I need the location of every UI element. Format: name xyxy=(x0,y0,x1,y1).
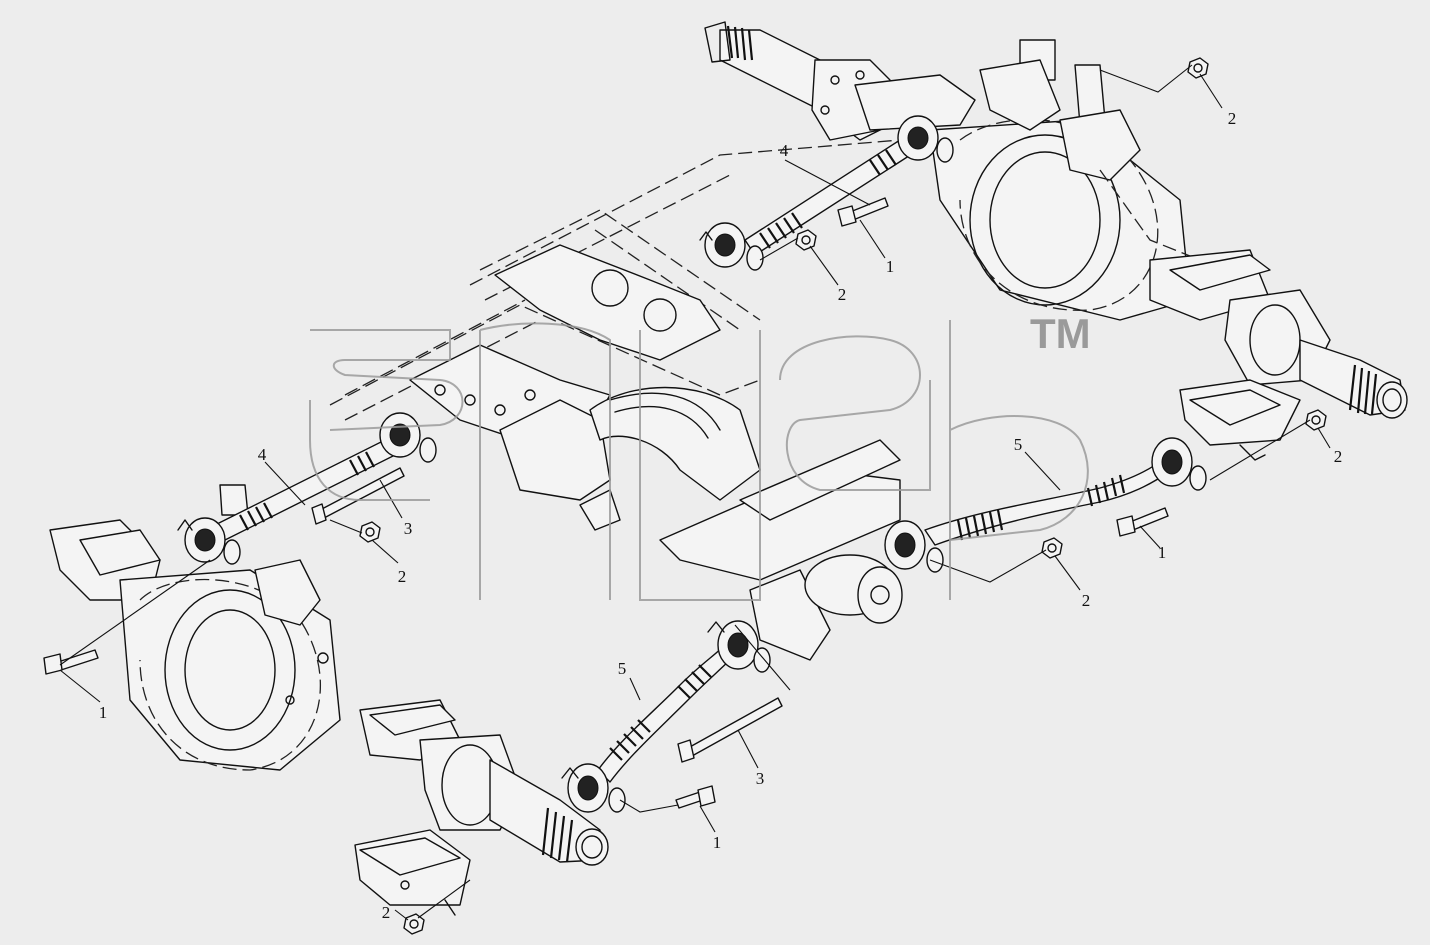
callout-2-right: 2 xyxy=(1334,447,1343,466)
callout-4-left: 4 xyxy=(258,445,267,464)
bolt-left xyxy=(43,649,99,675)
rear-axle xyxy=(704,21,1408,461)
callout-2-top-right: 2 xyxy=(1228,109,1237,128)
callout-1-right: 1 xyxy=(1158,543,1167,562)
nut-top-mid xyxy=(795,229,817,251)
watermark: TM xyxy=(309,310,1091,601)
callout-2-left: 2 xyxy=(398,567,407,586)
nut-left xyxy=(359,521,381,543)
torque-rod-upper xyxy=(699,115,954,271)
bolt-right xyxy=(1116,507,1169,537)
bolt-top xyxy=(837,197,889,227)
callout-3-bottom: 3 xyxy=(756,769,765,788)
nut-right-upper xyxy=(1305,409,1327,431)
reaction-rod-bottom xyxy=(561,620,771,813)
callout-2-top-mid: 2 xyxy=(838,285,847,304)
trademark-mark: TM xyxy=(1030,310,1091,357)
callout-1-top-mid: 1 xyxy=(886,257,895,276)
callout-3-left: 3 xyxy=(404,519,413,538)
long-bolt-left xyxy=(311,467,405,525)
callout-2-bottom: 2 xyxy=(382,903,391,922)
callout-4-top: 4 xyxy=(780,141,789,160)
callout-5-bottom: 5 xyxy=(618,659,627,678)
callout-1-left: 1 xyxy=(99,703,108,722)
leader-lines xyxy=(59,64,1331,921)
nut-top-right xyxy=(1187,57,1209,79)
callout-2-mid-right: 2 xyxy=(1082,591,1091,610)
bolt-bottom xyxy=(675,785,716,809)
frame-crossmember-outline xyxy=(329,139,903,661)
callout-5-right: 5 xyxy=(1014,435,1023,454)
nut-bottom xyxy=(403,913,425,935)
torque-rod-lower xyxy=(177,412,437,565)
callout-1-bottom: 1 xyxy=(713,833,722,852)
long-bolt-bottom xyxy=(677,697,783,763)
callout-labels: 2 4 2 1 4 3 2 1 5 2 1 2 5 3 1 2 xyxy=(99,109,1343,922)
nut-right-mid xyxy=(1041,537,1063,559)
front-axle xyxy=(49,484,609,916)
reaction-rod-right xyxy=(884,437,1207,573)
